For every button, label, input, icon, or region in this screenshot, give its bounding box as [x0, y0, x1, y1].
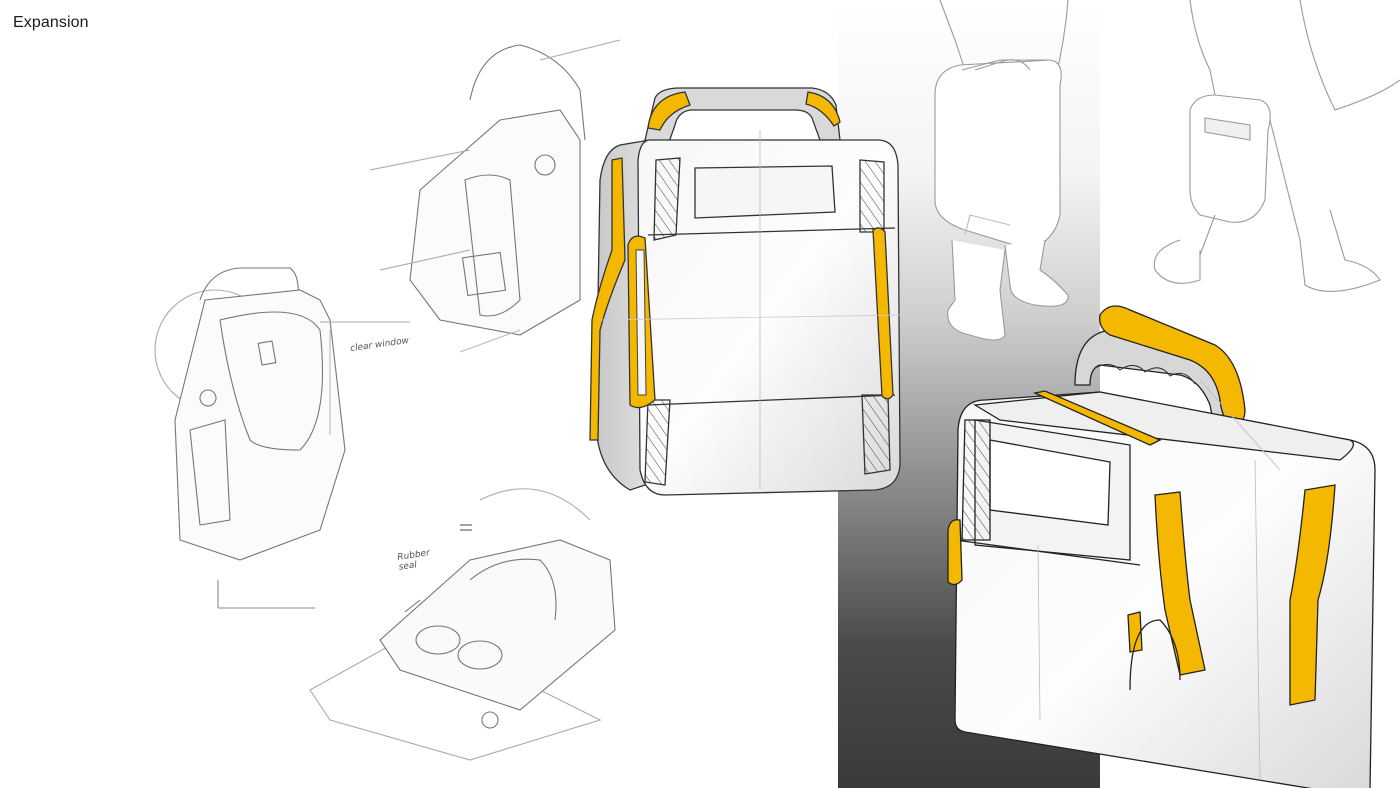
- page-title: Expansion: [13, 14, 89, 31]
- sketch-bag-side-1: [154, 267, 410, 609]
- render-bag-front: [589, 87, 901, 496]
- sketch-case-tray: [309, 488, 616, 761]
- figure-person-walking: [1153, 0, 1400, 292]
- sketch-bag-open-top: [369, 39, 621, 353]
- render-bag-angled: [947, 305, 1376, 788]
- figure-person-holding-bag: [934, 0, 1069, 341]
